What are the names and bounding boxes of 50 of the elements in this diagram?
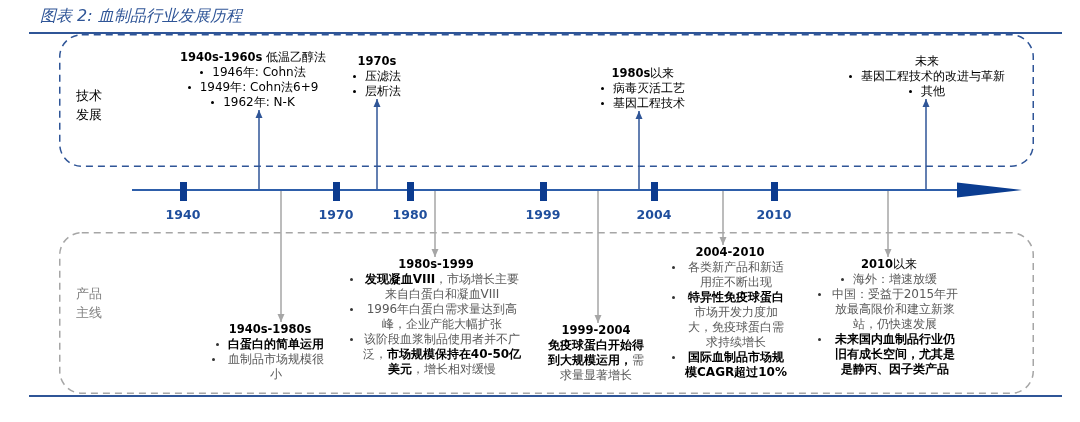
bullet-text: 血制品市场规模很小 xyxy=(227,352,325,382)
arrow xyxy=(884,190,892,258)
body-text: 免疫球蛋白开始得到大规模运用，需求量显著增长 xyxy=(548,338,644,383)
bullet-text: 压滤法 xyxy=(365,69,401,84)
arrow xyxy=(594,190,602,324)
period-heading: 1970s xyxy=(357,54,397,69)
bullet-text: 基因工程技术 xyxy=(613,96,685,111)
band-label: 产品主线 xyxy=(76,285,102,322)
bullet-text: 特异性免疫球蛋白市场开发力度加大，免疫球蛋白需求持续增长 xyxy=(687,290,785,350)
bullet-text: 中国：受益于2015年开放最高限价和建立新浆站，仍快速发展 xyxy=(830,287,960,332)
arrow xyxy=(255,109,263,190)
bullet-text: 基因工程技术的改进与革新 xyxy=(861,69,1005,84)
period-heading: 1999-2004 xyxy=(561,323,631,338)
year-label: 1999 xyxy=(525,206,561,224)
band-label: 技术发展 xyxy=(76,87,102,124)
arrow xyxy=(719,190,727,246)
bullet-text: 未来国内血制品行业仍旧有成长空间，尤其是是静丙、因子类产品 xyxy=(834,332,956,377)
bullet-text: 1946年: Cohn法 xyxy=(212,65,306,80)
period-heading: 1940s-1980s xyxy=(228,322,312,337)
figure-title: 图表 2: 血制品行业发展历程 xyxy=(40,5,242,27)
year-label: 1980 xyxy=(392,206,428,224)
arrow xyxy=(373,98,381,190)
period-heading: 未来 xyxy=(915,54,939,69)
bullet-text: 海外：增速放缓 xyxy=(853,272,937,287)
bullet-text: 该阶段血浆制品使用者并不广泛，市场规模保持在40-50亿美元，增长相对缓慢 xyxy=(362,332,522,377)
bullet-text: 1949年: Cohn法6+9 xyxy=(199,80,319,95)
dashed-band xyxy=(59,34,1034,167)
year-label: 1940 xyxy=(165,206,201,224)
year-label: 2004 xyxy=(636,206,672,224)
arrow xyxy=(431,190,439,258)
period-heading: 1980s-1999 xyxy=(398,257,474,272)
bullet-text: 病毒灭活工艺 xyxy=(613,81,685,96)
bullet-text: 1962年: N-K xyxy=(223,95,295,110)
bullet-text: 其他 xyxy=(921,84,945,99)
bullet-text: 发现凝血VIII，市场增长主要来自白蛋白和凝血VIII xyxy=(363,272,521,302)
arrow xyxy=(277,190,285,323)
year-label: 2010 xyxy=(756,206,792,224)
bullet-text: 1996年白蛋白需求量达到高峰，企业产能大幅扩张 xyxy=(365,302,519,332)
period-heading: 2010以来 xyxy=(861,257,917,272)
arrow xyxy=(635,110,643,190)
bullet-text: 国际血制品市场规模CAGR超过10% xyxy=(684,350,788,380)
period-heading: 2004-2010 xyxy=(695,245,765,260)
arrow xyxy=(922,98,930,190)
bullet-text: 白蛋白的简单运用 xyxy=(228,337,324,352)
bullet-text: 各类新产品和新适用症不断出现 xyxy=(687,260,785,290)
period-heading: 1940s-1960s 低温乙醇法 xyxy=(179,50,327,65)
dashed-band xyxy=(59,232,1034,394)
period-heading: 1980s以来 xyxy=(611,66,675,81)
bullet-text: 层析法 xyxy=(365,84,401,99)
year-label: 1970 xyxy=(318,206,354,224)
